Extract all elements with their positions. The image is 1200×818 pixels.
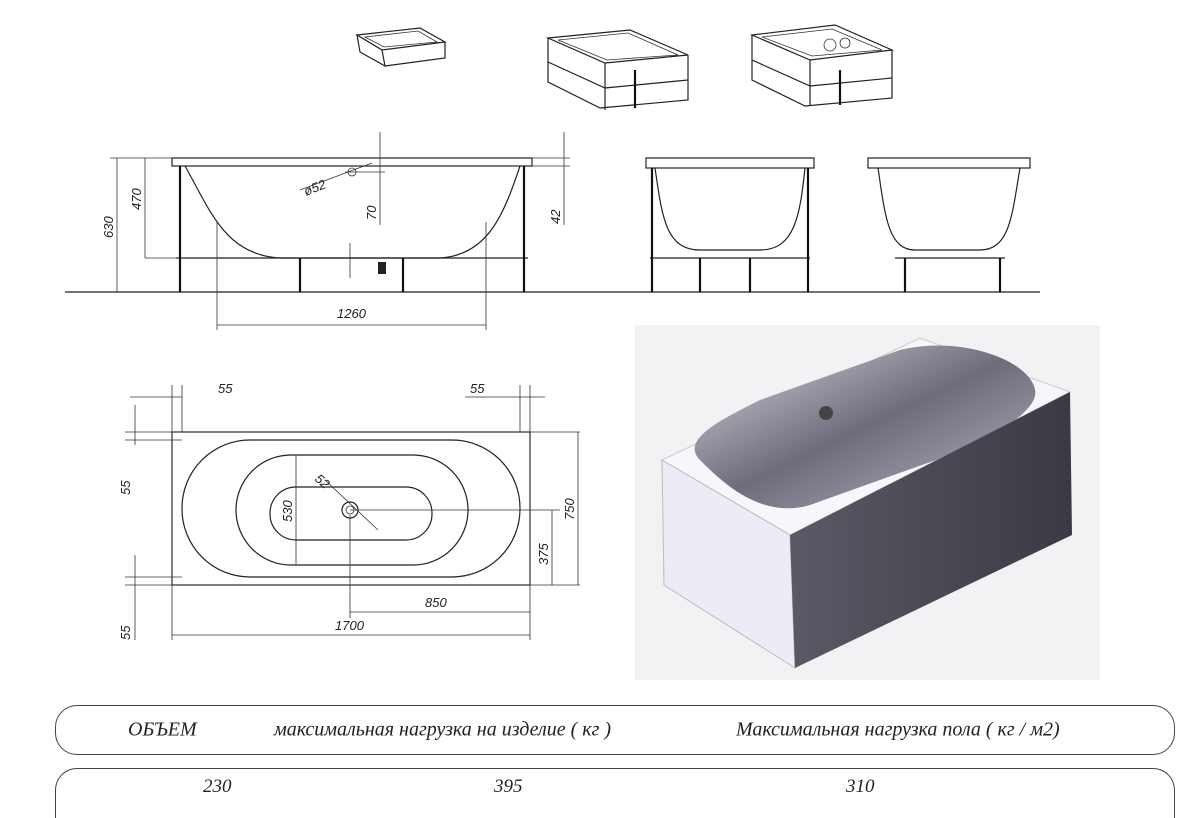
dim-42: 42 bbox=[548, 209, 563, 224]
plan-view: 55 55 55 55 530 52 375 750 850 1700 bbox=[118, 381, 580, 640]
dim-375: 375 bbox=[536, 543, 551, 565]
dim-70: 70 bbox=[364, 205, 379, 220]
value-max-load-floor: 310 bbox=[846, 776, 875, 797]
dim-630: 630 bbox=[101, 216, 116, 238]
thumbnail-tub-frame bbox=[545, 29, 689, 110]
dim-drain-52: 52 bbox=[312, 471, 333, 492]
dim-1700: 1700 bbox=[335, 618, 365, 633]
dim-850: 850 bbox=[425, 595, 447, 610]
bathtub-3d-render bbox=[635, 325, 1100, 680]
header-max-load-floor: Максимальная нагрузка пола ( кг / м2) bbox=[736, 718, 1060, 741]
thumbnail-tub-frame-hydromassage bbox=[749, 24, 895, 107]
dim-55-left: 55 bbox=[218, 381, 233, 396]
header-volume: ОБЪЕМ bbox=[128, 718, 197, 741]
side-elevation-view: 630 470 70 ø52 42 1260 bbox=[65, 132, 1040, 330]
specs-header-row: ОБЪЕМ максимальная нагрузка на изделие (… bbox=[55, 705, 1175, 755]
dim-1260: 1260 bbox=[337, 306, 367, 321]
dim-55-top: 55 bbox=[118, 480, 133, 495]
value-max-load-product: 395 bbox=[494, 776, 523, 797]
dim-470: 470 bbox=[129, 188, 144, 210]
end-view-with-panel bbox=[867, 157, 1031, 292]
header-max-load-product: максимальная нагрузка на изделие ( кг ) bbox=[274, 718, 612, 741]
dim-overflow-diameter: ø52 bbox=[302, 176, 329, 199]
dim-55-bottom: 55 bbox=[118, 625, 133, 640]
value-volume: 230 bbox=[203, 776, 232, 797]
thumbnail-tub-only bbox=[355, 27, 447, 68]
dim-750: 750 bbox=[562, 498, 577, 520]
dim-55-right: 55 bbox=[470, 381, 485, 396]
end-view-with-frame bbox=[645, 157, 815, 292]
dim-530: 530 bbox=[280, 500, 295, 522]
specs-values-row: 230 395 310 bbox=[55, 768, 1175, 818]
technical-drawing: 630 470 70 ø52 42 1260 bbox=[65, 24, 1100, 680]
